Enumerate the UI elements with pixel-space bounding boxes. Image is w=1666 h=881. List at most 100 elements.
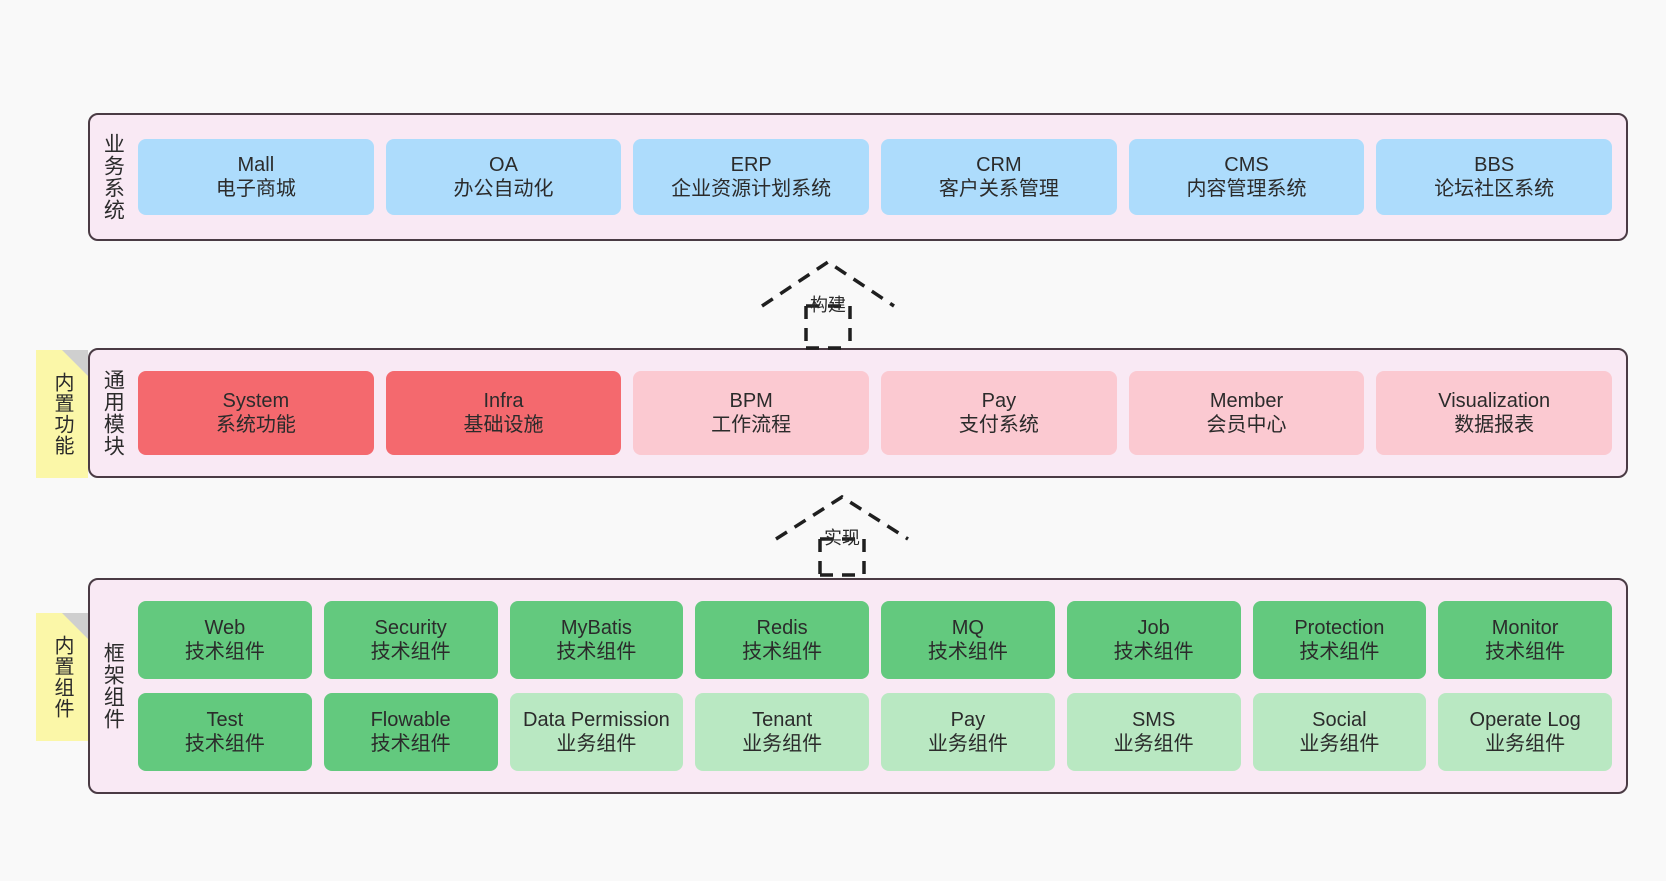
box-subtitle: 技术组件 <box>184 641 265 663</box>
box-title: Monitor <box>1491 616 1559 639</box>
box-protection[interactable]: Protection 技术组件 <box>1252 601 1427 679</box>
box-subtitle: 客户关系管理 <box>938 178 1059 200</box>
box-title: Visualization <box>1438 389 1551 412</box>
box-title: Job <box>1137 616 1170 639</box>
box-title: Social <box>1312 708 1367 731</box>
box-subtitle: 技术组件 <box>1299 641 1380 663</box>
box-sms[interactable]: SMS 业务组件 <box>1066 693 1241 771</box>
layer-framework-components[interactable]: 框架组件 Web 技术组件 Security 技术组件 MyBatis 技术组件… <box>88 578 1628 794</box>
box-subtitle: 技术组件 <box>927 641 1008 663</box>
box-mybatis[interactable]: MyBatis 技术组件 <box>509 601 684 679</box>
box-test[interactable]: Test 技术组件 <box>138 693 312 771</box>
box-subtitle: 技术组件 <box>1485 641 1566 663</box>
box-bbs[interactable]: BBS 论坛社区系统 <box>1376 139 1613 215</box>
box-title: CMS <box>1224 153 1269 176</box>
box-subtitle: 技术组件 <box>556 641 637 663</box>
box-subtitle: 业务组件 <box>556 733 637 755</box>
box-subtitle: 业务组件 <box>1113 733 1194 755</box>
box-subtitle: 企业资源计划系统 <box>671 178 832 200</box>
box-title: Flowable <box>370 708 451 731</box>
box-oa[interactable]: OA 办公自动化 <box>385 139 622 215</box>
layer-common-modules[interactable]: 通用模块 System 系统功能 Infra 基础设施 BPM 工作流程 Pay… <box>88 348 1628 478</box>
note-label: 内置功能 <box>51 372 73 456</box>
layer-row: System 系统功能 Infra 基础设施 BPM 工作流程 Pay 支付系统… <box>138 371 1613 455</box>
box-flowable[interactable]: Flowable 技术组件 <box>323 693 498 771</box>
box-visualization[interactable]: Visualization 数据报表 <box>1376 371 1613 455</box>
box-title: MyBatis <box>560 616 632 639</box>
box-cms[interactable]: CMS 内容管理系统 <box>1128 139 1365 215</box>
box-title: ERP <box>730 153 772 176</box>
box-subtitle: 业务组件 <box>742 733 823 755</box>
box-operate-log[interactable]: Operate Log 业务组件 <box>1438 693 1612 771</box>
layer-business-system[interactable]: 业务系统 Mall 电子商城 OA 办公自动化 ERP 企业资源计划系统 CRM… <box>88 113 1628 241</box>
box-title: Mall <box>237 153 275 176</box>
layer-title-business: 业务系统 <box>101 133 125 221</box>
box-title: Infra <box>483 389 524 412</box>
box-title: SMS <box>1131 708 1176 731</box>
box-pay-module[interactable]: Pay 支付系统 <box>881 371 1117 455</box>
box-monitor[interactable]: Monitor 技术组件 <box>1438 601 1612 679</box>
box-subtitle: 数据报表 <box>1454 414 1535 436</box>
box-data-permission[interactable]: Data Permission 业务组件 <box>509 693 684 771</box>
box-subtitle: 基础设施 <box>463 414 544 436</box>
layer-title-common-modules: 通用模块 <box>101 369 125 457</box>
box-subtitle: 工作流程 <box>711 414 792 436</box>
box-subtitle: 电子商城 <box>215 178 296 200</box>
layer-row: Test 技术组件 Flowable 技术组件 Data Permission … <box>138 693 1612 771</box>
box-title: Data Permission <box>523 708 670 731</box>
sticky-note-builtin-component[interactable]: 内置组件 <box>36 613 88 741</box>
layer-title-framework-components: 框架组件 <box>101 642 125 730</box>
box-title: Security <box>374 616 447 639</box>
box-security[interactable]: Security 技术组件 <box>323 601 498 679</box>
box-subtitle: 技术组件 <box>742 641 823 663</box>
box-bpm[interactable]: BPM 工作流程 <box>633 371 870 455</box>
box-title: BBS <box>1474 153 1515 176</box>
note-fold-icon <box>62 350 88 376</box>
layer-body-framework-components: Web 技术组件 Security 技术组件 MyBatis 技术组件 Redi… <box>134 580 1626 792</box>
connector-implement-label: 实现 <box>824 528 860 548</box>
box-title: OA <box>489 153 518 176</box>
box-title: MQ <box>951 616 984 639</box>
box-social[interactable]: Social 业务组件 <box>1252 693 1427 771</box>
box-mq[interactable]: MQ 技术组件 <box>881 601 1055 679</box>
box-title: Operate Log <box>1469 708 1581 731</box>
box-subtitle: 技术组件 <box>370 733 451 755</box>
box-subtitle: 业务组件 <box>927 733 1008 755</box>
layer-row: Web 技术组件 Security 技术组件 MyBatis 技术组件 Redi… <box>138 601 1612 679</box>
layer-body-common-modules: System 系统功能 Infra 基础设施 BPM 工作流程 Pay 支付系统… <box>134 350 1626 476</box>
connector-implement: 实现 <box>772 493 912 577</box>
layer-row: Mall 电子商城 OA 办公自动化 ERP 企业资源计划系统 CRM 客户关系… <box>138 139 1613 215</box>
box-web[interactable]: Web 技术组件 <box>138 601 312 679</box>
box-mall[interactable]: Mall 电子商城 <box>138 139 374 215</box>
box-title: Redis <box>756 616 808 639</box>
layer-body-business: Mall 电子商城 OA 办公自动化 ERP 企业资源计划系统 CRM 客户关系… <box>134 115 1626 239</box>
box-pay-component[interactable]: Pay 业务组件 <box>881 693 1055 771</box>
note-fold-icon <box>62 613 88 639</box>
connector-build-label: 构建 <box>810 295 846 315</box>
box-redis[interactable]: Redis 技术组件 <box>695 601 869 679</box>
box-title: BPM <box>729 389 773 412</box>
box-subtitle: 系统功能 <box>215 414 296 436</box>
connector-build: 构建 <box>758 258 898 350</box>
box-subtitle: 支付系统 <box>958 414 1039 436</box>
box-subtitle: 论坛社区系统 <box>1434 178 1555 200</box>
box-title: Pay <box>950 708 986 731</box>
box-job[interactable]: Job 技术组件 <box>1066 601 1241 679</box>
box-title: Web <box>204 616 246 639</box>
box-system[interactable]: System 系统功能 <box>138 371 374 455</box>
box-erp[interactable]: ERP 企业资源计划系统 <box>633 139 870 215</box>
box-tenant[interactable]: Tenant 业务组件 <box>695 693 869 771</box>
box-title: System <box>222 389 290 412</box>
box-subtitle: 技术组件 <box>184 733 265 755</box>
box-title: Member <box>1209 389 1284 412</box>
box-subtitle: 内容管理系统 <box>1186 178 1307 200</box>
box-subtitle: 技术组件 <box>370 641 451 663</box>
box-crm[interactable]: CRM 客户关系管理 <box>881 139 1117 215</box>
box-infra[interactable]: Infra 基础设施 <box>385 371 622 455</box>
box-title: Protection <box>1294 616 1385 639</box>
box-member[interactable]: Member 会员中心 <box>1128 371 1365 455</box>
box-title: Tenant <box>752 708 813 731</box>
sticky-note-builtin-function[interactable]: 内置功能 <box>36 350 88 478</box>
box-title: Pay <box>981 389 1017 412</box>
